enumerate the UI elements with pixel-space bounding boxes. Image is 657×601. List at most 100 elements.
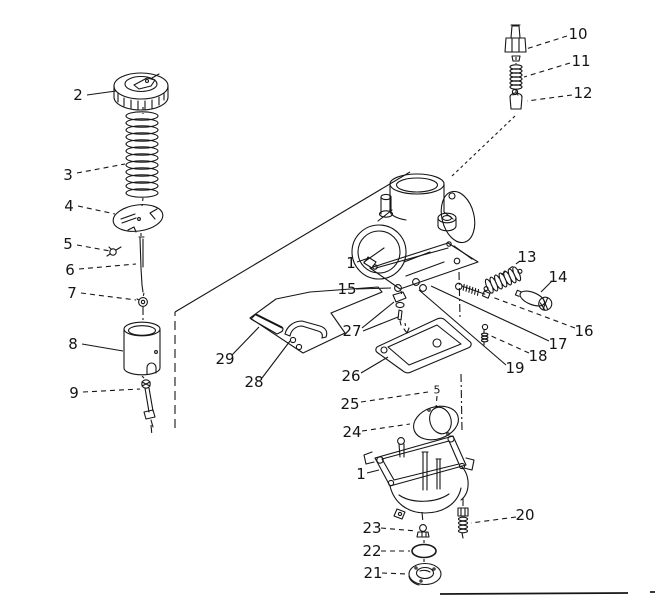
- construction-line: [150, 424, 153, 437]
- construction-line: [174, 171, 411, 313]
- throttle-return-spring: [483, 266, 523, 294]
- leader-line-adjuster-spring: [523, 62, 571, 78]
- callout-slide-spring: 3: [63, 166, 73, 184]
- construction-line: [404, 322, 407, 330]
- callout-plunger-screw: 9: [69, 384, 79, 402]
- leader-line-float-bowl: [366, 469, 380, 474]
- needle-clip: [106, 246, 122, 257]
- bowl-gasket: [375, 317, 472, 374]
- callout-float: 24: [342, 423, 361, 441]
- callout-adjuster-spring: 11: [571, 52, 590, 70]
- o-ring: [411, 543, 437, 559]
- leader-line-float: [361, 423, 411, 432]
- leader-line-base-screw: [418, 289, 507, 366]
- leader-line-needle-clip: [76, 244, 111, 252]
- leader-line-float-pin: [360, 391, 429, 403]
- callout-e-ring-washer: 7: [67, 284, 77, 302]
- adjuster-spring: [509, 64, 523, 90]
- construction-line: [460, 373, 463, 432]
- leader-line-cable-adjuster-screw: [491, 296, 576, 329]
- leader-line-cable-end: [430, 285, 550, 342]
- construction-line: [141, 197, 144, 207]
- construction-lines: [140, 57, 655, 595]
- leader-line-float-needle-valve: [361, 301, 395, 329]
- callout-cable-adjuster-bolt: 10: [568, 25, 587, 43]
- slide-spring: [125, 111, 159, 198]
- callout-o-ring: 22: [362, 542, 381, 560]
- leader-line-carburetor-body: [356, 257, 370, 263]
- leader-line-adjuster-cap: [526, 94, 573, 102]
- callout-float-pin-marker: 5: [434, 384, 441, 397]
- slide-plate: [112, 204, 164, 233]
- drain-screw-spring: [457, 507, 469, 539]
- callout-base-screw: 19: [505, 359, 524, 377]
- construction-line: [451, 115, 516, 177]
- callout-needle-valve-seat: 15: [337, 280, 356, 298]
- carburetor-cap: [113, 72, 169, 111]
- leader-line-jet-needle: [78, 263, 137, 270]
- leader-line-float-pin-marker: [435, 395, 438, 409]
- plunger-screw: [141, 379, 156, 428]
- e-ring-washer: [136, 297, 148, 307]
- callout-needle-clip: 5: [63, 235, 73, 253]
- construction-line: [458, 271, 461, 319]
- leader-line-drain-screw-spring: [470, 516, 517, 524]
- callout-float-pin: 25: [340, 395, 359, 413]
- callout-drain-screw-spring: 20: [515, 506, 534, 524]
- leader-line-carburetor-cap: [86, 90, 117, 96]
- callout-bowl-gasket: 26: [341, 367, 360, 385]
- callout-cable-end: 17: [548, 335, 567, 353]
- bracket-gasket: [284, 320, 328, 351]
- callout-jet-needle: 6: [65, 261, 75, 279]
- callout-idle-screw: 18: [528, 347, 547, 365]
- leader-line-drain-plug: [381, 572, 408, 575]
- leader-line-needle-valve-seat: [355, 287, 392, 290]
- carburetor-body: [351, 173, 479, 292]
- leader-line-baffle-plate: [231, 326, 260, 356]
- cable-adjuster-screw: [454, 282, 491, 299]
- needle-valve-seat-parts: [392, 284, 410, 334]
- callout-cable-adjuster-screw: 16: [574, 322, 593, 340]
- leader-line-throttle-slide: [81, 343, 124, 352]
- construction-line: [439, 592, 629, 595]
- construction-line: [142, 292, 145, 298]
- callout-inlet-jet: 23: [362, 519, 381, 537]
- leader-line-inlet-jet: [380, 527, 417, 532]
- leader-line-bracket-gasket: [261, 340, 291, 379]
- construction-line: [141, 375, 147, 381]
- idle-screw: [480, 323, 489, 346]
- leader-line-e-ring-washer: [80, 292, 137, 301]
- leader-line-float-needle-valve: [362, 316, 399, 332]
- cable-adjuster: [514, 289, 553, 311]
- callout-baffle-plate: 29: [215, 350, 234, 368]
- callout-drain-plug: 21: [363, 564, 382, 582]
- inlet-jet: [416, 524, 430, 538]
- construction-line: [421, 511, 424, 524]
- leader-line-cable-adjuster-bolt: [525, 35, 568, 50]
- callout-slide-plate: 4: [64, 197, 74, 215]
- adjuster-cap: [509, 88, 523, 110]
- callout-cable-adjuster: 14: [548, 268, 567, 286]
- leader-line-bowl-gasket: [360, 356, 389, 374]
- callout-labels: 2345678911011121314151617181920212223242…: [63, 25, 593, 582]
- leader-line-cable-adjuster: [540, 280, 553, 293]
- leader-line-throttle-return-spring: [497, 260, 521, 278]
- callout-throttle-return-spring: 13: [517, 248, 536, 266]
- callout-throttle-slide: 8: [68, 335, 78, 353]
- callout-carburetor-cap: 2: [73, 86, 83, 104]
- cable-adjuster-bolt: [504, 24, 527, 62]
- callout-float-needle-valve: 27: [342, 322, 361, 340]
- leader-line-slide-spring: [76, 163, 126, 174]
- construction-line: [400, 290, 403, 297]
- callout-carburetor-body: 1: [346, 254, 356, 272]
- leader-line-plunger-screw: [82, 388, 141, 393]
- baffle-plate: [249, 286, 383, 354]
- callout-adjuster-cap: 12: [573, 84, 592, 102]
- jet-needle: [138, 236, 145, 293]
- callout-bracket-gasket: 28: [244, 373, 263, 391]
- callout-float-bowl: 1: [356, 465, 366, 483]
- leader-line-slide-plate: [77, 205, 116, 215]
- throttle-slide: [123, 321, 161, 376]
